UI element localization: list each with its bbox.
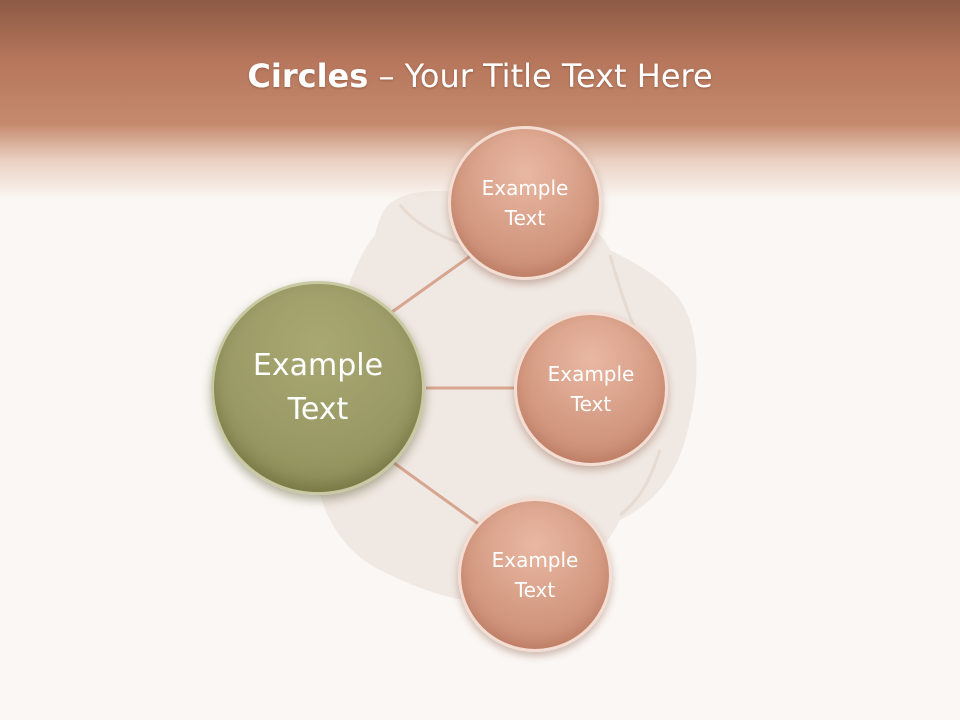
title-rest: – Your Title Text Here: [368, 57, 713, 95]
connector-to-node-3: [393, 461, 485, 530]
slide-title: Circles – Your Title Text Here: [0, 56, 960, 96]
node-circle-1-label: Example Text: [481, 176, 569, 230]
center-circle-label: Example Text: [252, 348, 384, 427]
center-circle: Example Text: [211, 281, 425, 495]
connector-to-node-1: [391, 250, 477, 314]
node-circle-3-label: Example Text: [491, 548, 579, 602]
node-circle-3: Example Text: [458, 498, 612, 652]
title-bold: Circles: [247, 57, 369, 95]
node-circle-2-label: Example Text: [547, 362, 635, 416]
node-circle-1: Example Text: [448, 126, 602, 280]
node-circle-2: Example Text: [514, 312, 668, 466]
